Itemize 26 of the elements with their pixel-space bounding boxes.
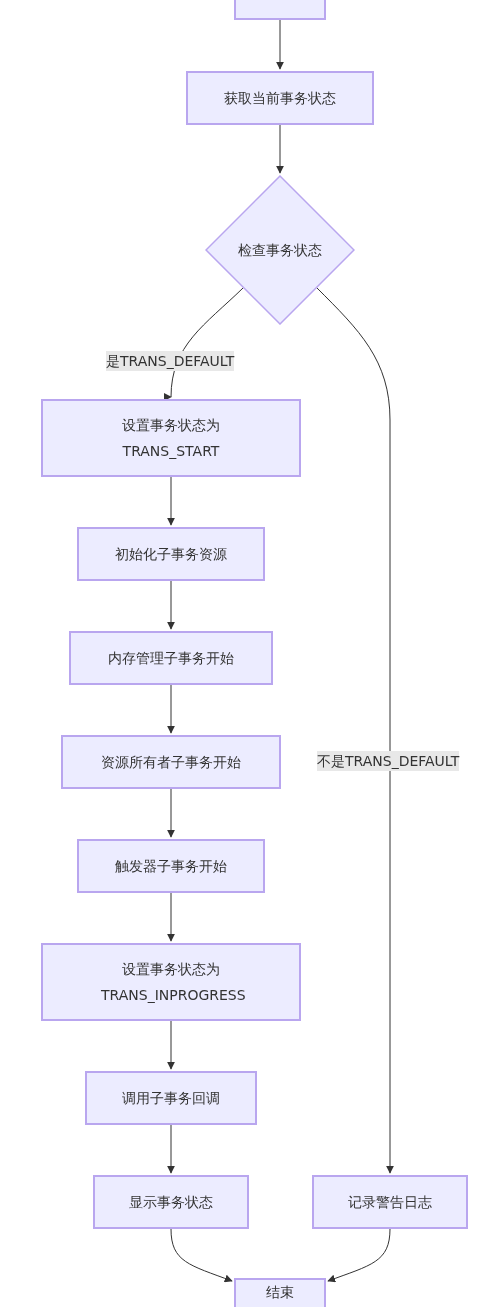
arrow [167,1124,175,1174]
process-box: 设置事务状态为 TRANS_START [41,399,301,477]
arrow [167,684,175,734]
arrow [167,1020,175,1070]
process-box: 获取当前事务状态 [186,71,374,125]
arrow [316,287,394,1174]
process-box: 内存管理子事务开始 [69,631,273,685]
arrow [276,19,284,70]
decision-diamond: 检查事务状态 [205,175,355,325]
arrow [167,788,175,838]
arrow [327,1228,391,1283]
end-box: 结束 [234,1278,326,1307]
edge-label: 是TRANS_DEFAULT [106,351,235,371]
arrow [276,124,284,174]
arrow [170,1228,233,1283]
process-box: 资源所有者子事务开始 [61,735,281,789]
process-box: 记录警告日志 [312,1175,468,1229]
arrow [167,892,175,942]
process-box: 调用子事务回调 [85,1071,257,1125]
edge-label: 不是TRANS_DEFAULT [317,751,460,771]
process-box: 设置事务状态为 TRANS_INPROGRESS [41,943,301,1021]
arrow [167,476,175,526]
arrow [167,580,175,630]
process-box: 触发器子事务开始 [77,839,265,893]
process-box: 显示事务状态 [93,1175,249,1229]
process-box: 初始化子事务资源 [77,527,265,581]
